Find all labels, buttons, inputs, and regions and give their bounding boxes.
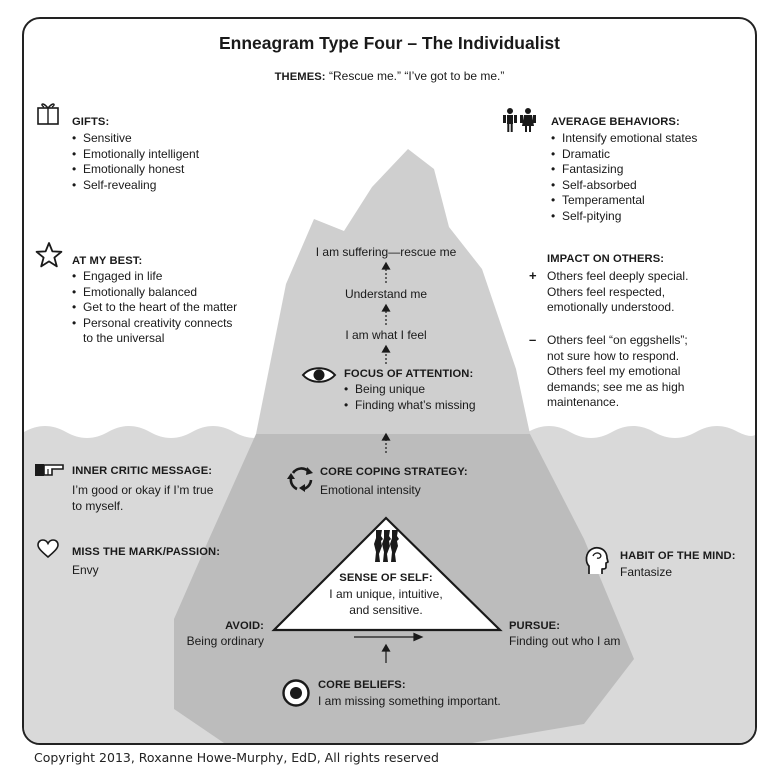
star-icon [35, 242, 63, 268]
habit-text: Fantasize [620, 565, 673, 579]
list-item: Being unique [344, 382, 476, 398]
list-item: Temperamental [551, 193, 697, 209]
miss-the-mark-text: Envy [72, 563, 99, 577]
impact-line: Others feel my emotional [547, 364, 681, 378]
average-behaviors-list: Intensify emotional states Dramatic Fant… [551, 131, 697, 224]
habit-heading: HABIT OF THE MIND: [620, 550, 736, 562]
sense-of-self-line: I am unique, intuitive, [329, 587, 443, 601]
impact-line: demands; see me as high [547, 379, 685, 394]
list-item: Fantasizing [551, 162, 697, 178]
miss-the-mark-heading: MISS THE MARK/PASSION: [72, 546, 221, 558]
list-item: Dramatic [551, 147, 697, 163]
target-icon [282, 679, 310, 707]
focus-heading: FOCUS OF ATTENTION: [344, 368, 474, 380]
list-item: Self-pitying [551, 209, 697, 225]
inner-critic-line: I’m good or okay if I’m true [72, 483, 214, 497]
faces-icon [374, 530, 399, 562]
sense-of-self-triangle [271, 516, 503, 632]
core-coping-text: Emotional intensity [320, 483, 421, 497]
at-my-best-list: Engaged in life Emotionally balanced Get… [72, 269, 237, 331]
gift-box-icon [37, 103, 59, 125]
diagram-frame: Enneagram Type Four – The Individualist … [22, 17, 757, 745]
iceberg-line-1: I am suffering—rescue me [315, 245, 457, 259]
avoid-heading: AVOID: [225, 620, 264, 632]
iceberg-line-2: Understand me [344, 287, 428, 301]
list-item: Sensitive [72, 131, 199, 147]
gifts-heading: GIFTS: [72, 116, 110, 128]
average-behaviors-heading: AVERAGE BEHAVIORS: [551, 116, 680, 128]
pursue-text: Finding out who I am [509, 634, 621, 648]
impact-line: Others feel “on eggshells”; [547, 333, 688, 347]
sense-of-self-text: I am unique, intuitive, and sensitive. [306, 587, 466, 618]
eye-icon [301, 367, 337, 383]
impact-line: Others feel deeply special. [547, 269, 689, 283]
themes: THEMES: “Rescue me.” “I’ve got to be me.… [24, 69, 755, 83]
list-item: Finding what’s missing [344, 398, 476, 414]
sense-of-self-line: and sensitive. [349, 602, 423, 617]
core-beliefs-text: I am missing something important. [318, 694, 501, 708]
iceberg-illustration [24, 149, 755, 743]
themes-label: THEMES: [274, 71, 326, 83]
list-item: Intensify emotional states [551, 131, 697, 147]
copyright: Copyright 2013, Roxanne Howe-Murphy, EdD… [34, 750, 439, 765]
iceberg-tip [256, 149, 530, 434]
pursue-heading: PURSUE: [509, 620, 561, 632]
impact-line: maintenance. [547, 395, 620, 409]
list-item: Engaged in life [72, 269, 237, 285]
list-item: Self-absorbed [551, 178, 697, 194]
inner-critic-heading: INNER CRITIC MESSAGE: [72, 465, 213, 477]
gifts-list: Sensitive Emotionally intelligent Emotio… [72, 131, 199, 193]
impact-line: emotionally understood. [547, 300, 675, 314]
plus-sign: + [529, 268, 537, 283]
iceberg-line-3: I am what I feel [345, 328, 427, 342]
sense-of-self-heading: SENSE OF SELF: [339, 572, 433, 584]
impact-positive: Others feel deeply special. Others feel … [547, 269, 688, 316]
circular-arrows-icon [287, 467, 313, 492]
core-beliefs-heading: CORE BELIEFS: [318, 679, 406, 691]
focus-list: Being unique Finding what’s missing [344, 382, 476, 413]
impact-negative: Others feel “on eggshells”; not sure how… [547, 333, 688, 411]
list-item: Emotionally balanced [72, 285, 237, 301]
themes-text: “Rescue me.” “I’ve got to be me.” [328, 69, 505, 83]
impact-line: not sure how to respond. [547, 348, 680, 363]
list-item: Self-revealing [72, 178, 199, 194]
at-my-best-heading: AT MY BEST: [72, 255, 143, 267]
head-profile-icon [585, 546, 609, 574]
core-coping-heading: CORE COPING STRATEGY: [320, 466, 468, 478]
impact-line: Others feel respected, [547, 284, 666, 299]
pointing-hand-icon [35, 464, 64, 476]
inner-critic-message: I’m good or okay if I’m true to myself. [72, 483, 213, 514]
list-item: Emotionally intelligent [72, 147, 199, 163]
heart-icon [37, 539, 59, 559]
people-icon [503, 108, 536, 132]
page-title: Enneagram Type Four – The Individualist [219, 33, 560, 53]
inner-critic-line: to myself. [72, 498, 124, 513]
impact-heading: IMPACT ON OTHERS: [547, 253, 665, 265]
avoid-text: Being ordinary [186, 634, 264, 648]
minus-sign: – [529, 332, 537, 347]
list-item: Personal creativity connects [72, 316, 237, 332]
list-item: Get to the heart of the matter [72, 300, 237, 316]
at-my-best-continuation: to the universal [83, 331, 165, 345]
list-item: Emotionally honest [72, 162, 199, 178]
